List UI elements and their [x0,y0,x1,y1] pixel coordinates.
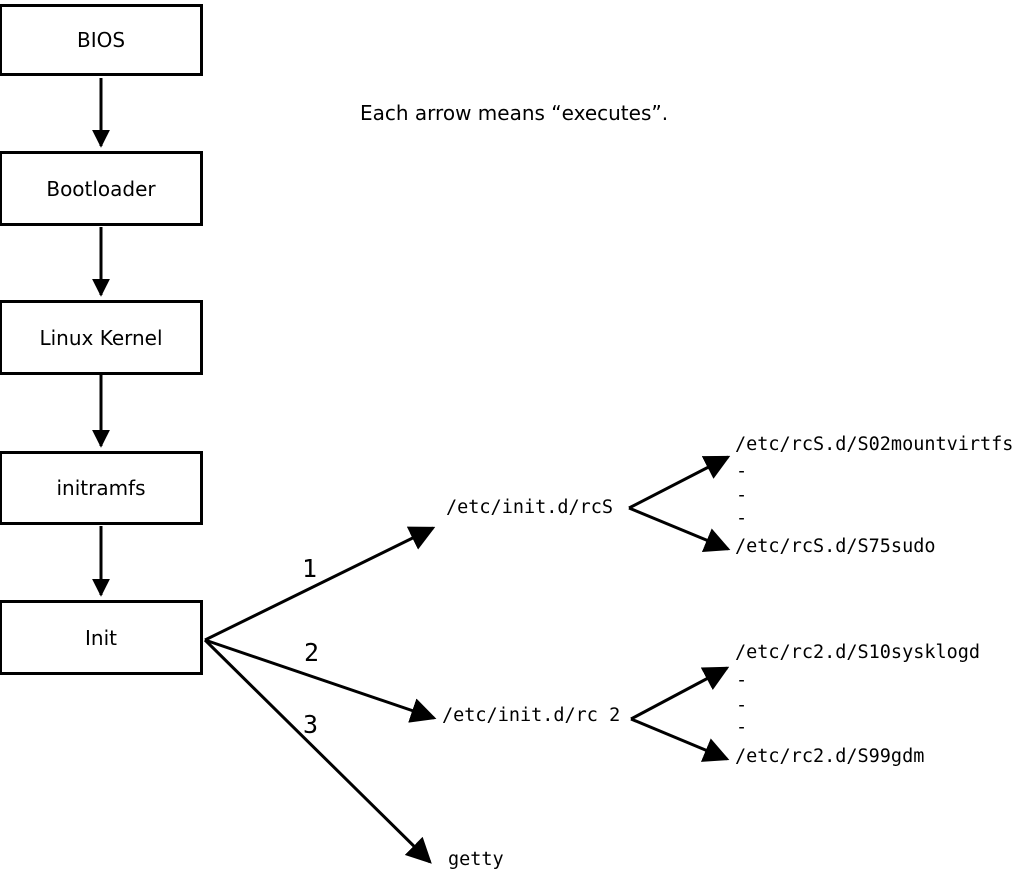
arrow-rcs-to-first-script [628,455,731,510]
rc2-script-first: /etc/rc2.d/S10sysklogd [735,642,981,663]
node-bios: BIOS [0,4,203,76]
arrow-rc2-to-last-script [630,717,730,762]
node-bios-label: BIOS [76,28,126,52]
target-rcs: /etc/init.d/rcS [446,497,614,518]
node-initramfs: initramfs [0,451,203,525]
rcs-script-ellipsis: - [736,485,748,506]
rcs-script-first: /etc/rcS.d/S02mountvirtfs [735,434,1014,455]
target-getty: getty [448,849,504,870]
arrow-init-to-getty [203,638,432,864]
arrow-order-3: 3 [303,710,319,739]
arrow-order-2: 2 [304,638,320,667]
node-initramfs-label: initramfs [56,476,146,500]
rcs-script-last: /etc/rcS.d/S75sudo [735,536,936,557]
rc2-script-last: /etc/rc2.d/S99gdm [735,746,925,767]
node-linux-kernel: Linux Kernel [0,300,203,375]
target-rc2: /etc/init.d/rc 2 [442,705,621,726]
node-linux-kernel-label: Linux Kernel [39,325,163,350]
rcs-script-ellipsis: - [736,461,748,482]
arrow-init-to-rc2 [204,638,437,723]
arrow-rc2-to-first-script [630,666,730,721]
arrow-rcs-to-last-script [628,506,731,552]
legend-caption: Each arrow means “executes”. [360,101,669,125]
node-init: Init [0,600,203,675]
rc2-script-ellipsis: - [736,695,748,716]
node-bootloader-label: Bootloader [46,176,156,201]
arrow-init-to-rcs [204,526,436,642]
rc2-script-ellipsis: - [736,670,748,691]
node-init-label: Init [85,625,117,650]
rc2-script-ellipsis: - [736,717,748,738]
arrow-order-1: 1 [302,554,318,583]
node-bootloader: Bootloader [0,151,203,226]
rcs-script-ellipsis: - [736,508,748,529]
